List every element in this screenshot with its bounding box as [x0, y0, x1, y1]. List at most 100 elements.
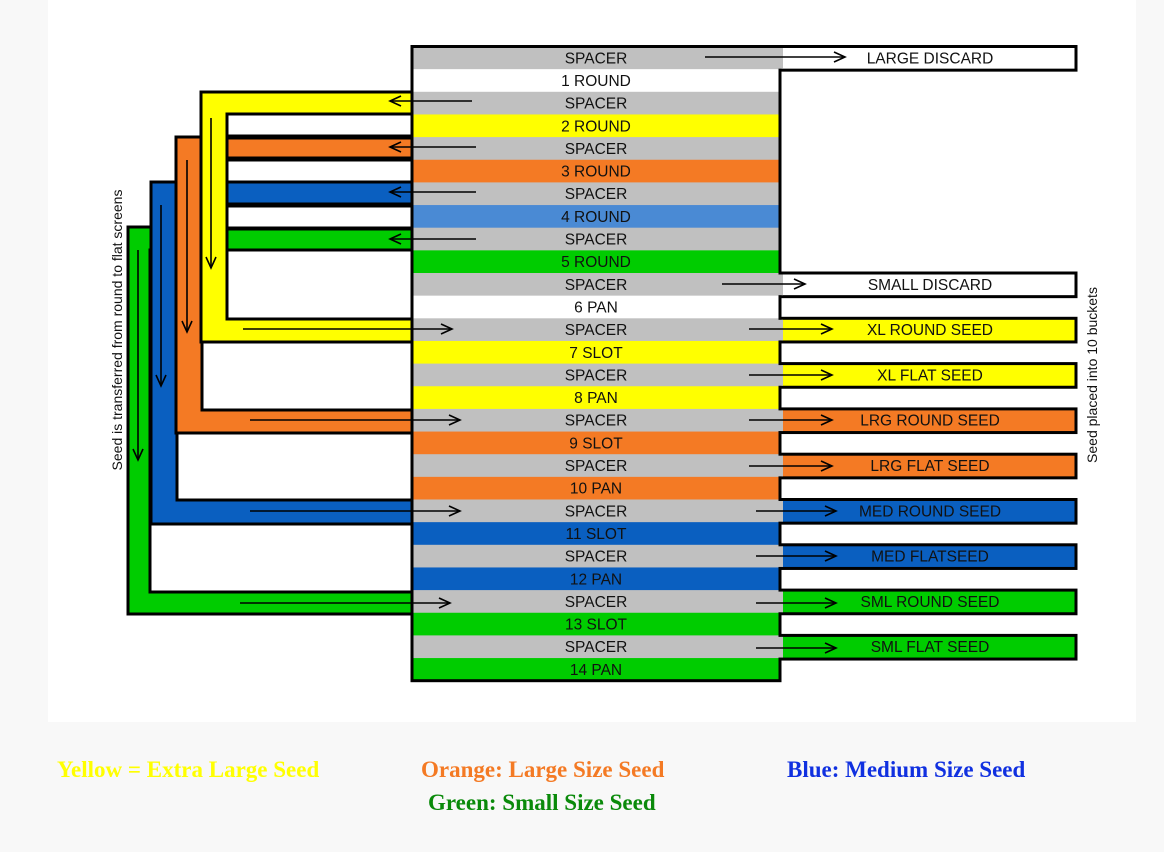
bucket-joint	[778, 591, 783, 613]
band-label: SPACER	[565, 503, 628, 520]
band-label: SPACER	[565, 639, 628, 656]
arrow-to-bucket-head	[820, 414, 834, 426]
legend-orange: Orange: Large Size Seed	[421, 757, 665, 782]
band-label: SPACER	[565, 141, 628, 158]
band-7	[412, 182, 780, 206]
arrow-to-bucket-head	[824, 550, 838, 562]
arrow-out-orange-pipe-head	[448, 414, 462, 426]
stub-blue-strip	[225, 180, 414, 206]
band-23	[412, 544, 780, 568]
legend-blue: Blue: Medium Size Seed	[787, 757, 1026, 782]
output-label: SMALL DISCARD	[868, 277, 992, 294]
band-label: 8 PAN	[574, 390, 618, 407]
stub-box	[225, 204, 414, 230]
band-label: 5 ROUND	[561, 254, 631, 271]
output-label: XL ROUND SEED	[867, 322, 993, 339]
band-16	[412, 386, 780, 410]
seed-screening-diagram: SPACER 1 ROUND SPACER 2 ROUND SPACER 3 ROUND S…	[109, 45, 1100, 683]
band-26	[412, 612, 780, 636]
band-22	[412, 522, 780, 546]
arrow-down-blue-head	[155, 374, 167, 388]
band-8	[412, 205, 780, 229]
band-2	[412, 69, 780, 93]
band-label: 10 PAN	[570, 481, 622, 498]
band-label: SPACER	[565, 549, 628, 566]
arrow-to-bucket-head	[824, 642, 838, 654]
band-label: 12 PAN	[570, 571, 622, 588]
band-label: SPACER	[565, 594, 628, 611]
arrow-to-bucket-head	[820, 460, 834, 472]
bucket-joint	[778, 274, 783, 296]
band-label: 9 SLOT	[569, 435, 623, 452]
arrow-out-green-pipe-head	[438, 597, 452, 609]
band-19	[412, 454, 780, 478]
stub-box	[225, 158, 414, 184]
band-24	[412, 567, 780, 591]
band-label: SPACER	[565, 186, 628, 203]
arrow-to-bucket-head	[824, 597, 838, 609]
band-label: SPACER	[565, 413, 628, 430]
band-label: 4 ROUND	[561, 209, 631, 226]
legend-yellow: Yellow = Extra Large Seed	[57, 757, 320, 782]
band-21	[412, 499, 780, 523]
band-label: SPACER	[565, 367, 628, 384]
output-label: SML ROUND SEED	[861, 594, 1000, 611]
output-label: MED ROUND SEED	[859, 503, 1001, 520]
stub-green-strip	[225, 227, 414, 252]
output-label: SML FLAT SEED	[871, 639, 990, 656]
band-28	[412, 658, 780, 682]
stub-orange-strip	[225, 136, 414, 160]
arrow-into-yellow-pipe-head	[388, 95, 402, 107]
band-5	[412, 137, 780, 161]
band-label: 2 ROUND	[561, 118, 631, 135]
band-3	[412, 91, 780, 115]
band-9	[412, 227, 780, 251]
bucket-joint	[778, 48, 783, 69]
legend-green: Green: Small Size Seed	[428, 790, 656, 815]
output-label: LRG FLAT SEED	[870, 458, 989, 475]
arrow-to-bucket-head	[833, 51, 847, 63]
band-15	[412, 363, 780, 387]
arrow-to-bucket-head	[820, 369, 834, 381]
output-label: LARGE DISCARD	[867, 50, 994, 67]
band-14	[412, 340, 780, 365]
band-10	[412, 250, 780, 274]
arrow-down-orange-head	[181, 320, 193, 334]
band-label: 3 ROUND	[561, 164, 631, 181]
band-label: SPACER	[565, 50, 628, 67]
band-6	[412, 159, 780, 183]
band-27	[412, 635, 780, 659]
screen-stack: SPACER 1 ROUND SPACER 2 ROUND SPACER 3 ROUND S…	[410, 45, 782, 683]
band-18	[412, 431, 780, 455]
output-buckets: LARGE DISCARD SMALL DISCARD XL ROUND SEED X…	[778, 45, 1078, 661]
right-side-label: Seed placed into 10 buckets	[1084, 287, 1100, 463]
band-20	[412, 476, 780, 500]
band-label: 1 ROUND	[561, 73, 631, 90]
left-side-label: Seed is transferred from round to flat s…	[109, 190, 125, 471]
stub-box	[225, 112, 414, 138]
band-label: SPACER	[565, 322, 628, 339]
band-label: 6 PAN	[574, 299, 618, 316]
band-label: 7 SLOT	[569, 345, 623, 362]
band-1	[412, 46, 780, 70]
band-12	[412, 295, 780, 319]
flow-arrows	[132, 51, 847, 654]
arrow-to-bucket-head	[824, 505, 838, 517]
output-label: MED FLATSEED	[871, 549, 989, 566]
band-4	[412, 114, 780, 138]
output-label: LRG ROUND SEED	[860, 413, 1000, 430]
arrow-out-yellow-pipe-head	[440, 323, 454, 335]
output-label: XL FLAT SEED	[877, 367, 983, 384]
transfer-pipes	[126, 90, 414, 616]
band-11	[412, 273, 780, 297]
band-label: SPACER	[565, 232, 628, 249]
band-label: SPACER	[565, 458, 628, 475]
band-label: 13 SLOT	[565, 617, 628, 634]
band-25	[412, 590, 780, 614]
arrow-down-green-head	[132, 448, 144, 462]
arrow-to-bucket-head	[820, 323, 834, 335]
arrow-out-blue-pipe-head	[448, 505, 462, 517]
band-label: 14 PAN	[570, 662, 622, 679]
band-17	[412, 408, 780, 433]
arrow-into-orange-pipe-head	[388, 141, 402, 153]
